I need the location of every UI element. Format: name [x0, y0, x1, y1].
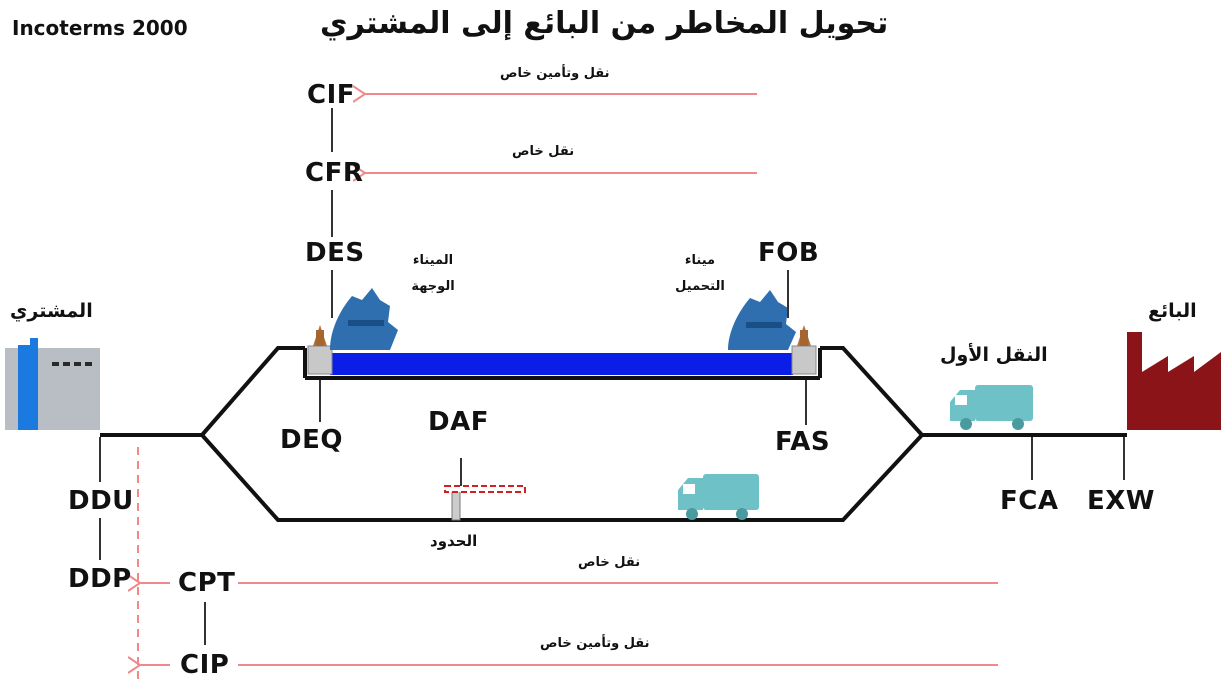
route-upper-left [200, 346, 305, 437]
term-cpt: CPT [178, 568, 236, 598]
cip-arrow-label: نقل وتأمين خاص [540, 636, 650, 651]
term-connectors [99, 108, 1125, 645]
factory-icon [1127, 332, 1221, 430]
first-carrier-label: النقل الأول [940, 344, 1048, 366]
cpt-arrow-label: نقل خاص [578, 555, 641, 570]
route-land-lane [200, 433, 924, 522]
cost-arrows [140, 94, 998, 665]
seller-label: البائع [1148, 300, 1197, 322]
ship-icon [330, 288, 398, 350]
load-port-label: ميناء التحميل [675, 253, 725, 294]
buyer-label: المشتري [10, 300, 93, 322]
cif-arrow-label: نقل وتأمين خاص [500, 66, 610, 81]
port-bollard-icon [791, 325, 817, 375]
cfr-arrow-label: نقل خاص [512, 144, 575, 159]
term-exw: EXW [1087, 486, 1155, 516]
barrier-icon [444, 485, 526, 521]
building-icon [5, 338, 100, 430]
truck-icon [950, 385, 1033, 430]
incoterms-label: Incoterms 2000 [12, 16, 188, 40]
term-fca: FCA [1000, 486, 1059, 516]
ship-icon [728, 290, 796, 350]
term-cip: CIP [180, 650, 230, 680]
term-ddu: DDU [68, 486, 134, 516]
diagram-title: تحويل المخاطر من البائع إلى المشتري [320, 6, 889, 41]
dest-port-label: الميناء الوجهة [411, 253, 455, 294]
term-daf: DAF [428, 407, 489, 437]
term-ddp: DDP [68, 564, 132, 594]
sea-lane [330, 353, 793, 375]
term-fob: FOB [758, 238, 820, 268]
term-des: DES [305, 238, 365, 268]
term-fas: FAS [775, 427, 831, 457]
term-cif: CIF [307, 80, 356, 110]
term-cfr: CFR [305, 158, 364, 188]
route-upper-right [820, 346, 924, 437]
truck-icon [678, 474, 759, 520]
port-bollard-icon [307, 325, 333, 375]
main-route [100, 346, 1127, 522]
border-label: الحدود [430, 532, 478, 550]
term-deq: DEQ [280, 425, 343, 455]
